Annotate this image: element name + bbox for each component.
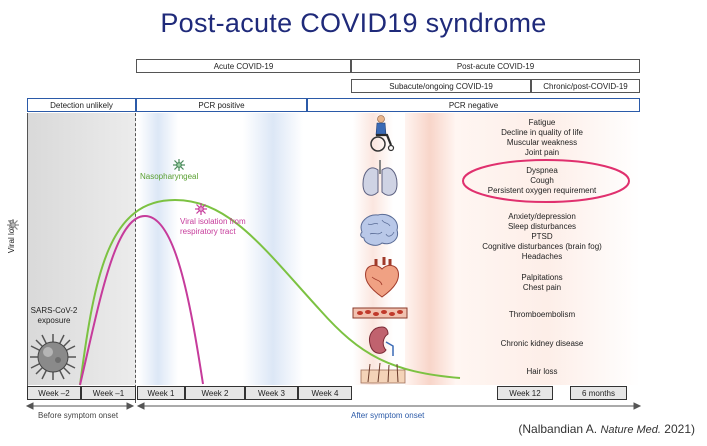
symptom-group-cardiovascular: Palpitations Chest pain (462, 273, 622, 293)
lungs-icon (362, 160, 398, 196)
week3-blue-band (243, 113, 303, 385)
week-4-box: Week 4 (298, 386, 352, 400)
blood-vessel-icon (352, 307, 408, 319)
viral-isolation-label: Viral isolation from respiratory tract (180, 217, 246, 236)
symptom-group-respiratory: Dyspnea Cough Persistent oxygen requirem… (462, 166, 622, 196)
symptom-item: Headaches (521, 252, 563, 261)
post-acute-pink-band-3 (455, 113, 640, 385)
exposure-label: SARS-CoV-2 exposure (30, 306, 78, 325)
nasopharyngeal-label: Nasopharyngeal (140, 172, 199, 181)
symptom-item: Anxiety/depression (508, 212, 576, 221)
kidney-icon (369, 326, 394, 356)
symptom-item: Fatigue (528, 118, 556, 127)
pcr-positive-box: PCR positive (136, 98, 307, 112)
symptom-item: Thromboembolism (508, 310, 576, 319)
symptom-item: Chronic kidney disease (500, 339, 584, 348)
citation: (Nalbandian A. Nature Med. 2021) (518, 422, 695, 436)
week-1-label: Week 1 (147, 388, 175, 398)
week-1-box: Week 1 (137, 386, 185, 400)
week-2-box: Week 2 (185, 386, 245, 400)
week-3-box: Week 3 (245, 386, 298, 400)
symptom-item: Persistent oxygen requirement (487, 186, 597, 195)
virus-small-icon (7, 219, 19, 231)
symptom-item: Sleep disturbances (507, 222, 577, 231)
viral-isolation-curve (79, 214, 204, 386)
after-onset-label: After symptom onset (351, 411, 425, 420)
symptom-item: Dyspnea (526, 166, 558, 175)
chronic-phase-box: Chronic/post-COVID-19 (531, 79, 640, 93)
subacute-phase-box: Subacute/ongoing COVID-19 (351, 79, 531, 93)
pcr-detection-unlikely-box: Detection unlikely (27, 98, 136, 112)
six-months-box: 6 months (570, 386, 627, 400)
person-wheelchair-icon (370, 115, 395, 152)
symptom-item: Cough (530, 176, 554, 185)
heart-icon (365, 257, 399, 298)
symptom-item: Hair loss (526, 367, 558, 376)
post-acute-phase-label: Post-acute COVID-19 (456, 61, 535, 71)
chronic-phase-label: Chronic/post-COVID-19 (543, 81, 628, 91)
week-minus-2-box: Week –2 (27, 386, 81, 400)
pcr-detection-unlikely-label: Detection unlikely (50, 100, 113, 110)
acute-phase-box: Acute COVID-19 (136, 59, 351, 73)
page-title: Post-acute COVID19 syndrome (160, 8, 547, 38)
citation-journal: Nature Med. (600, 424, 661, 436)
week-minus-1-label: Week –1 (92, 388, 125, 398)
six-months-label: 6 months (582, 388, 615, 398)
symptom-group-dermatologic: Hair loss (462, 367, 622, 377)
citation-suffix: 2021) (660, 422, 695, 436)
week-4-label: Week 4 (311, 388, 339, 398)
week-12-label: Week 12 (509, 388, 541, 398)
symptom-item: PTSD (531, 232, 553, 241)
post-acute-phase-box: Post-acute COVID-19 (351, 59, 640, 73)
week-minus-2-label: Week –2 (38, 388, 70, 398)
pcr-negative-label: PCR negative (448, 100, 499, 110)
before-onset-label: Before symptom onset (38, 411, 119, 420)
symptom-onset-dashed-line (135, 113, 136, 403)
symptom-item: Cognitive disturbances (brain fog) (482, 242, 602, 251)
symptom-group-general: Fatigue Decline in quality of life Muscu… (462, 118, 622, 158)
symptom-item: Chest pain (522, 283, 562, 292)
symptom-item: Palpitations (521, 273, 563, 282)
week-3-label: Week 3 (258, 388, 285, 398)
symptom-group-renal: Chronic kidney disease (462, 339, 622, 349)
y-axis-line (27, 113, 28, 386)
nasopharyngeal-curve (79, 198, 461, 386)
symptom-item: Joint pain (524, 148, 560, 157)
viral-isolation-virus-icon (195, 203, 207, 215)
post-acute-pink-band-2 (405, 113, 455, 385)
acute-phase-label: Acute COVID-19 (213, 61, 274, 71)
symptom-item: Decline in quality of life (501, 128, 583, 137)
week1-blue-band (138, 113, 178, 385)
week-12-box: Week 12 (497, 386, 553, 400)
subacute-phase-label: Subacute/ongoing COVID-19 (389, 81, 493, 91)
brain-icon (360, 213, 399, 246)
nasopharyngeal-virus-icon (173, 159, 185, 171)
citation-prefix: (Nalbandian A. (518, 422, 601, 436)
week-minus-1-box: Week –1 (81, 386, 136, 400)
symptom-item: Muscular weakness (506, 138, 578, 147)
highlight-ellipse (462, 159, 630, 203)
sars-cov-2-virus-icon (30, 334, 76, 380)
pcr-negative-box: PCR negative (307, 98, 640, 112)
pcr-positive-label: PCR positive (198, 100, 245, 110)
skin-hair-icon (360, 362, 406, 384)
symptom-group-neuropsychiatric: Anxiety/depression Sleep disturbances PT… (462, 212, 622, 262)
week-2-label: Week 2 (201, 388, 229, 398)
symptom-group-hematologic: Thromboembolism (462, 310, 622, 320)
